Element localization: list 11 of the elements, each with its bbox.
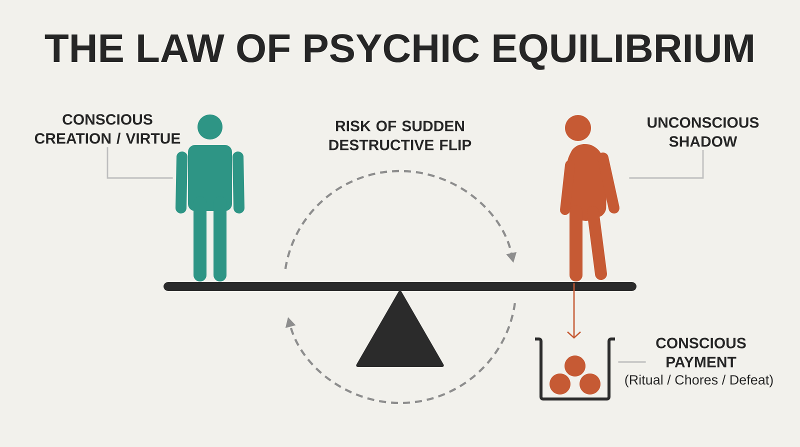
arrow [567,283,581,339]
callout-label: CONSCIOUS PAYMENT [656,338,746,368]
title: THE LAW OF PSYCHIC EQUILIBRIUM [44,34,753,70]
callout-subtext: (Ritual / Chores / Defeat) [625,374,773,388]
leader-line [618,361,646,363]
callout-label: CONSCIOUS CREATION / VIRTUE [34,114,180,144]
annotation-text: RISK OF SUDDEN DESTRUCTIVE FLIP [329,120,472,150]
callout-label: UNCONSCIOUS SHADOW [648,117,759,147]
leader-line [106,147,173,179]
leader-line [629,150,704,179]
slumped-person [560,115,620,282]
